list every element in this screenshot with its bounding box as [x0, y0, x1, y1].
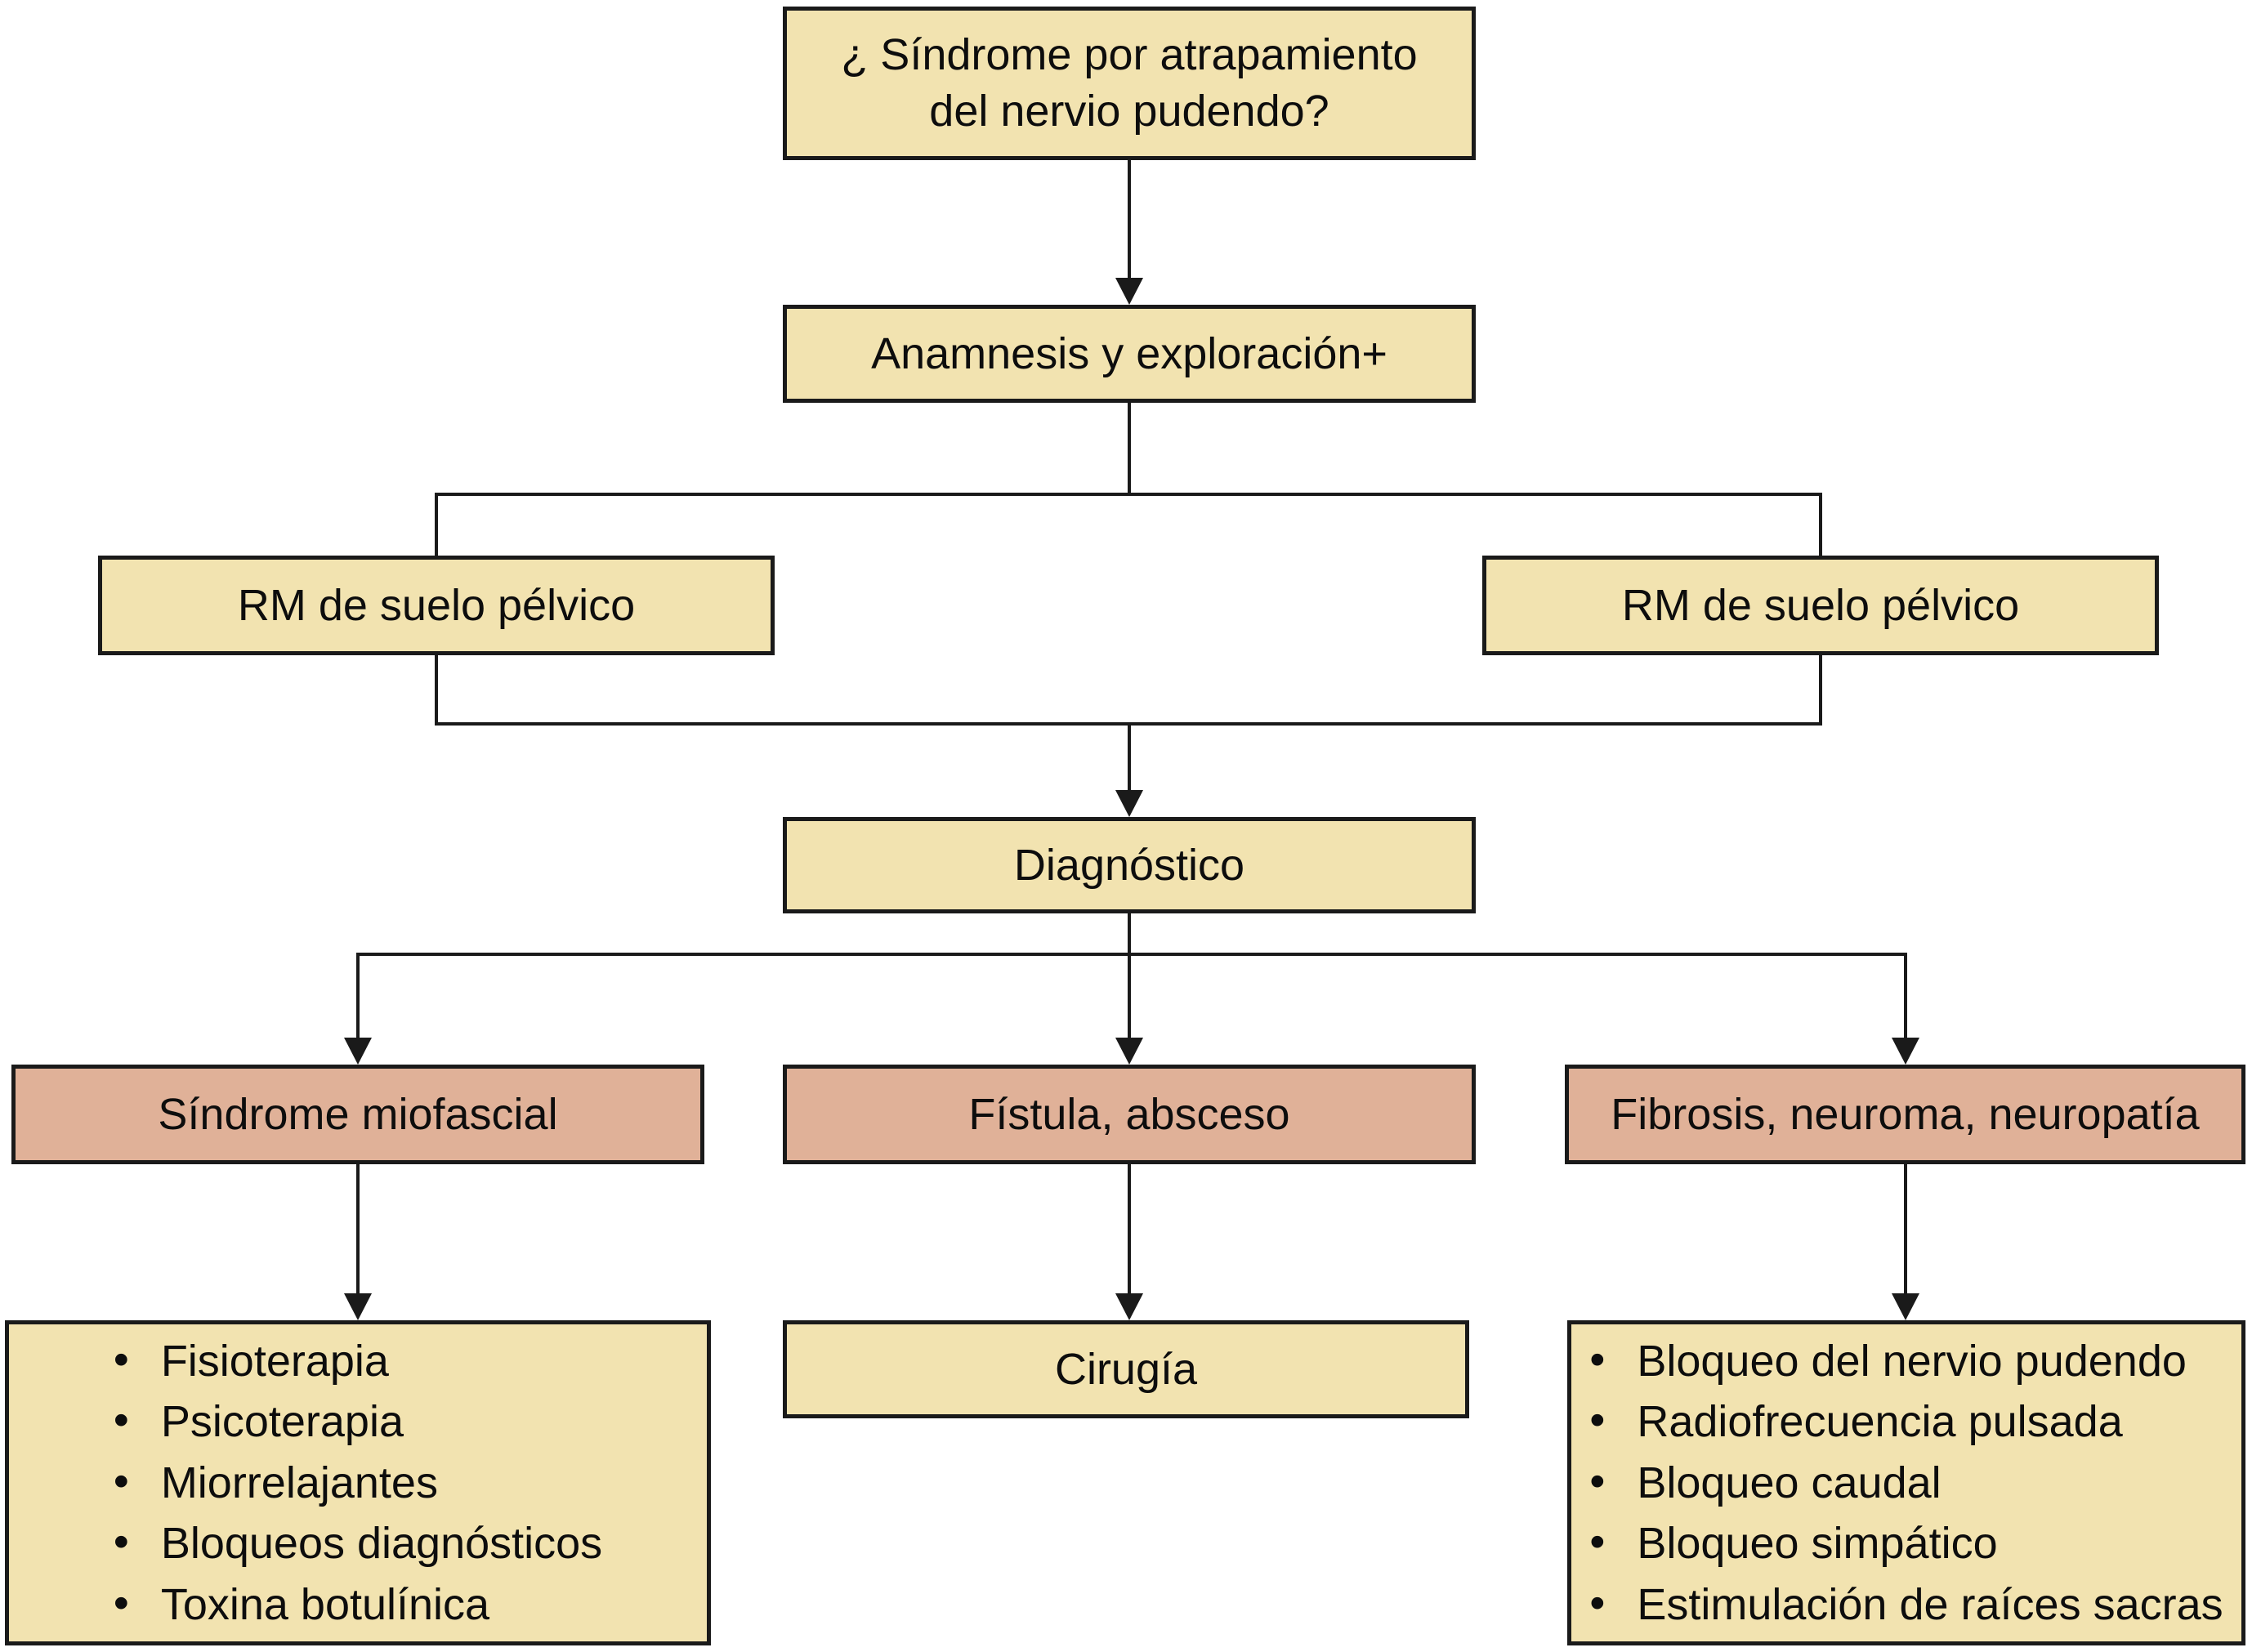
arrowhead-down [344, 1293, 372, 1320]
connector-split-top-horizontal [435, 493, 1822, 496]
connector-left-rm-out [435, 655, 438, 726]
connector-to-fibrosis [1904, 954, 1907, 1039]
connector-drop-right-into-rm [1819, 494, 1822, 557]
list-item: Toxina botulínica [114, 1573, 602, 1636]
node-anamnesis: Anamnesis y exploración+ [783, 305, 1476, 403]
connector-category-horizontal [356, 953, 1907, 956]
node-label: Diagnóstico [1013, 840, 1245, 890]
arrowhead-down [1115, 1038, 1143, 1065]
arrowhead-down [1115, 790, 1143, 817]
arrowhead-down [1115, 1293, 1143, 1320]
node-label: ¿ Síndrome por atrapamiento del nervio p… [841, 30, 1418, 136]
connector-miofascial-treatment [356, 1164, 360, 1295]
connector-to-miofascial [356, 954, 360, 1039]
list-item: Miorrelajantes [114, 1451, 602, 1514]
node-label: RM de suelo pélvico [237, 580, 636, 630]
node-fistula-absceso: Fístula, absceso [783, 1065, 1476, 1164]
list-item: Bloqueo del nervio pudendo [1589, 1329, 2223, 1392]
node-cirugia: Cirugía [783, 1320, 1469, 1418]
node-question: ¿ Síndrome por atrapamiento del nervio p… [783, 7, 1476, 160]
list-item: Bloqueo caudal [1589, 1451, 2223, 1514]
node-label: RM de suelo pélvico [1621, 580, 2020, 630]
connector-diagnostico-split [1128, 913, 1131, 956]
list-item: Fisioterapia [114, 1329, 602, 1392]
connector-fibrosis-treatment [1904, 1164, 1907, 1295]
connector-to-fistula [1128, 954, 1131, 1039]
connector-fistula-cirugia [1128, 1164, 1131, 1295]
connector-anamnesis-split [1128, 403, 1131, 496]
treatment-list: FisioterapiaPsicoterapiaMiorrelajantesBl… [114, 1329, 602, 1636]
node-label: Síndrome miofascial [158, 1089, 558, 1139]
list-item: Bloqueos diagnósticos [114, 1511, 602, 1574]
arrowhead-down [1115, 278, 1143, 305]
connector-merge-diagnostico [1128, 724, 1131, 793]
list-item: Psicoterapia [114, 1390, 602, 1453]
list-item: Radiofrecuencia pulsada [1589, 1390, 2223, 1453]
connector-drop-left-into-rm [435, 494, 438, 557]
connector-right-rm-out [1819, 655, 1822, 726]
node-tratamientos-neuropatia: Bloqueo del nervio pudendoRadiofrecuenci… [1567, 1320, 2245, 1645]
list-item: Estimulación de raíces sacras [1589, 1573, 2223, 1636]
node-label: Cirugía [1054, 1344, 1198, 1394]
node-rm-right: RM de suelo pélvico [1482, 556, 2159, 655]
node-fibrosis-neuroma-neuropatia: Fibrosis, neuroma, neuropatía [1565, 1065, 2245, 1164]
arrowhead-down [1892, 1038, 1919, 1065]
node-label: Anamnesis y exploración+ [871, 328, 1387, 378]
node-sindrome-miofascial: Síndrome miofascial [11, 1065, 704, 1164]
node-tratamientos-miofascial: FisioterapiaPsicoterapiaMiorrelajantesBl… [5, 1320, 711, 1645]
arrowhead-down [344, 1038, 372, 1065]
node-label: Fibrosis, neuroma, neuropatía [1611, 1089, 2200, 1139]
node-label: Fístula, absceso [968, 1089, 1290, 1139]
treatment-list: Bloqueo del nervio pudendoRadiofrecuenci… [1589, 1329, 2223, 1636]
connector-question-anamnesis [1128, 160, 1131, 279]
node-diagnostico: Diagnóstico [783, 817, 1476, 913]
arrowhead-down [1892, 1293, 1919, 1320]
list-item: Bloqueo simpático [1589, 1511, 2223, 1574]
node-rm-left: RM de suelo pélvico [98, 556, 775, 655]
